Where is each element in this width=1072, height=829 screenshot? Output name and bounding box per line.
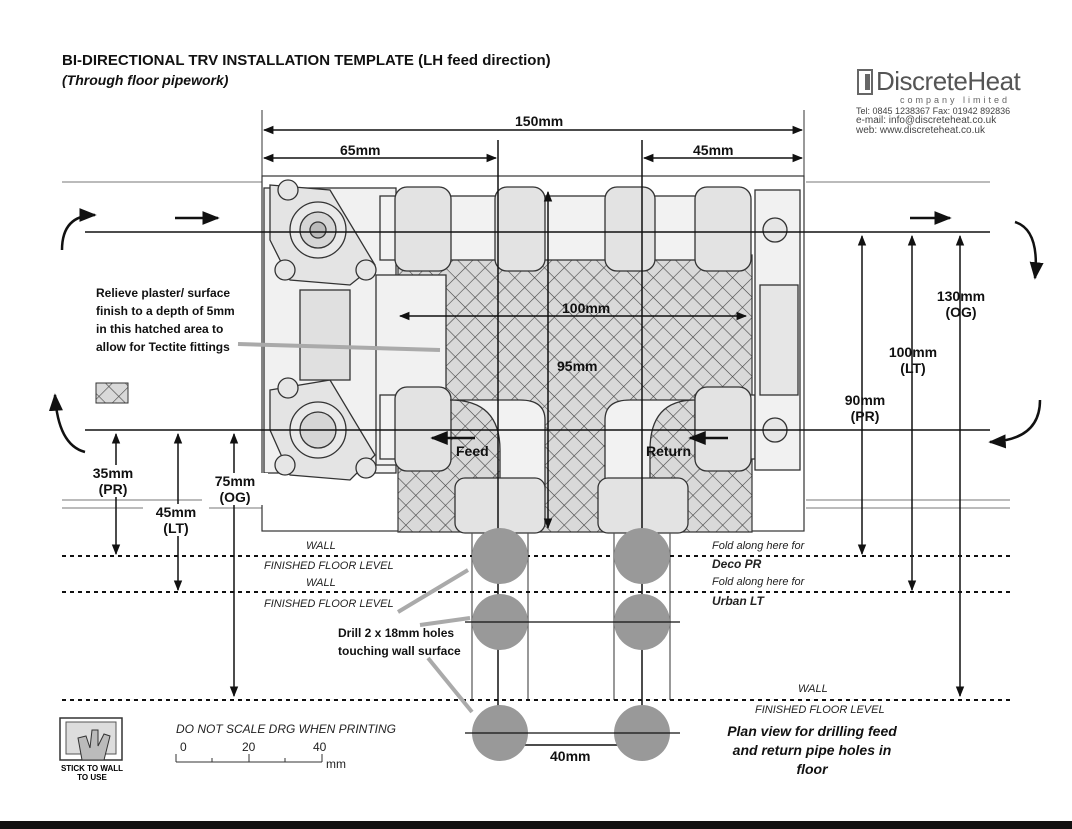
dim-45mm-type: (LT) bbox=[163, 520, 189, 536]
dim-150mm: 150mm bbox=[515, 113, 564, 129]
dim-100mm-type: (LT) bbox=[900, 360, 926, 376]
dim-45mm-lt: 45mm (LT) bbox=[143, 504, 209, 536]
dim-35mm-value: 35mm bbox=[92, 465, 134, 481]
dim-65mm: 65mm bbox=[340, 142, 381, 158]
dim-95mm: 95mm bbox=[557, 358, 598, 374]
wall-label-pr: WALL bbox=[306, 540, 336, 552]
company-web: web: www.discreteheat.co.uk bbox=[856, 125, 985, 136]
scale-unit: mm bbox=[326, 757, 346, 771]
dim-45mm: 45mm bbox=[693, 142, 734, 158]
company-name: DiscreteHeat bbox=[876, 66, 1021, 96]
dim-90mm-pr: 90mm (PR) bbox=[832, 392, 898, 424]
dim-100mm-horizontal: 100mm bbox=[562, 300, 611, 316]
hatch-legend-swatch bbox=[95, 382, 129, 404]
relieve-plaster-note: Relieve plaster/ surface finish to a dep… bbox=[96, 286, 235, 354]
return-label: Return bbox=[646, 443, 692, 459]
fold-deco-model: Deco PR bbox=[712, 557, 762, 571]
scale-tick-40: 40 bbox=[313, 740, 327, 754]
dim-45mm-value: 45mm bbox=[155, 504, 197, 520]
fold-urban-text: Fold along here for bbox=[712, 576, 805, 588]
to-use-text: TO USE bbox=[77, 773, 107, 782]
flow-arrows bbox=[48, 208, 1044, 454]
scale-warning: DO NOT SCALE DRG WHEN PRINTING bbox=[176, 722, 397, 736]
fold-deco-text: Fold along here for bbox=[712, 540, 805, 552]
dim-75mm-type: (OG) bbox=[219, 489, 251, 505]
plan-view-note: Plan view for drilling feed and return p… bbox=[727, 723, 897, 777]
finished-floor-label-pr: FINISHED FLOOR LEVEL bbox=[264, 560, 394, 572]
dim-100mm-lt: 100mm (LT) bbox=[880, 344, 946, 376]
dim-130mm-value: 130mm bbox=[936, 288, 986, 304]
bottom-border bbox=[0, 821, 1072, 829]
floor-level-lines bbox=[62, 555, 1010, 701]
scale-tick-0: 0 bbox=[180, 740, 187, 754]
company-tel: Tel: 0845 1238367 Fax: 01942 892836 bbox=[856, 106, 1011, 116]
drill-note-line-2: touching wall surface bbox=[338, 644, 461, 658]
dim-75mm-og: 75mm (OG) bbox=[202, 473, 268, 505]
finished-floor-label-og: FINISHED FLOOR LEVEL bbox=[755, 704, 885, 716]
wall-label-og: WALL bbox=[798, 683, 828, 695]
dim-130mm-type: (OG) bbox=[945, 304, 977, 320]
dim-35mm-type: (PR) bbox=[98, 481, 128, 497]
company-tagline: company limited bbox=[900, 95, 1011, 105]
dim-100mm-value: 100mm bbox=[888, 344, 938, 360]
centre-lines bbox=[85, 140, 990, 760]
stick-to-wall-icon bbox=[59, 717, 123, 761]
scale-bar bbox=[175, 754, 323, 763]
company-email: e-mail: info@discreteheat.co.uk bbox=[856, 115, 997, 126]
drill-holes bbox=[472, 528, 670, 761]
template-subtitle: (Through floor pipework) bbox=[62, 72, 229, 88]
dim-90mm-type: (PR) bbox=[850, 408, 880, 424]
dim-90mm-value: 90mm bbox=[844, 392, 886, 408]
dim-75mm-value: 75mm bbox=[214, 473, 256, 489]
dim-40mm: 40mm bbox=[550, 748, 591, 764]
stick-to-wall-text: STICK TO WALL bbox=[60, 764, 124, 773]
stick-to-wall-caption: STICK TO WALL TO USE bbox=[52, 764, 132, 782]
note-leaders bbox=[237, 342, 474, 714]
template-title: BI-DIRECTIONAL TRV INSTALLATION TEMPLATE… bbox=[62, 52, 551, 69]
dim-35mm-pr: 35mm (PR) bbox=[80, 465, 146, 497]
feed-label: Feed bbox=[456, 443, 489, 459]
logo-mark-icon bbox=[857, 69, 873, 95]
wall-label-lt: WALL bbox=[306, 577, 336, 589]
finished-floor-label-lt: FINISHED FLOOR LEVEL bbox=[264, 598, 394, 610]
scale-tick-20: 20 bbox=[242, 740, 256, 754]
drill-note: Drill 2 x 18mm holes touching wall surfa… bbox=[338, 624, 461, 660]
company-contact: Tel: 0845 1238367 Fax: 01942 892836 e-ma… bbox=[856, 106, 1010, 136]
floor-pipes bbox=[471, 533, 671, 700]
fold-urban-model: Urban LT bbox=[712, 594, 764, 608]
dim-130mm-og: 130mm (OG) bbox=[928, 288, 994, 320]
drill-note-line-1: Drill 2 x 18mm holes bbox=[338, 626, 455, 640]
